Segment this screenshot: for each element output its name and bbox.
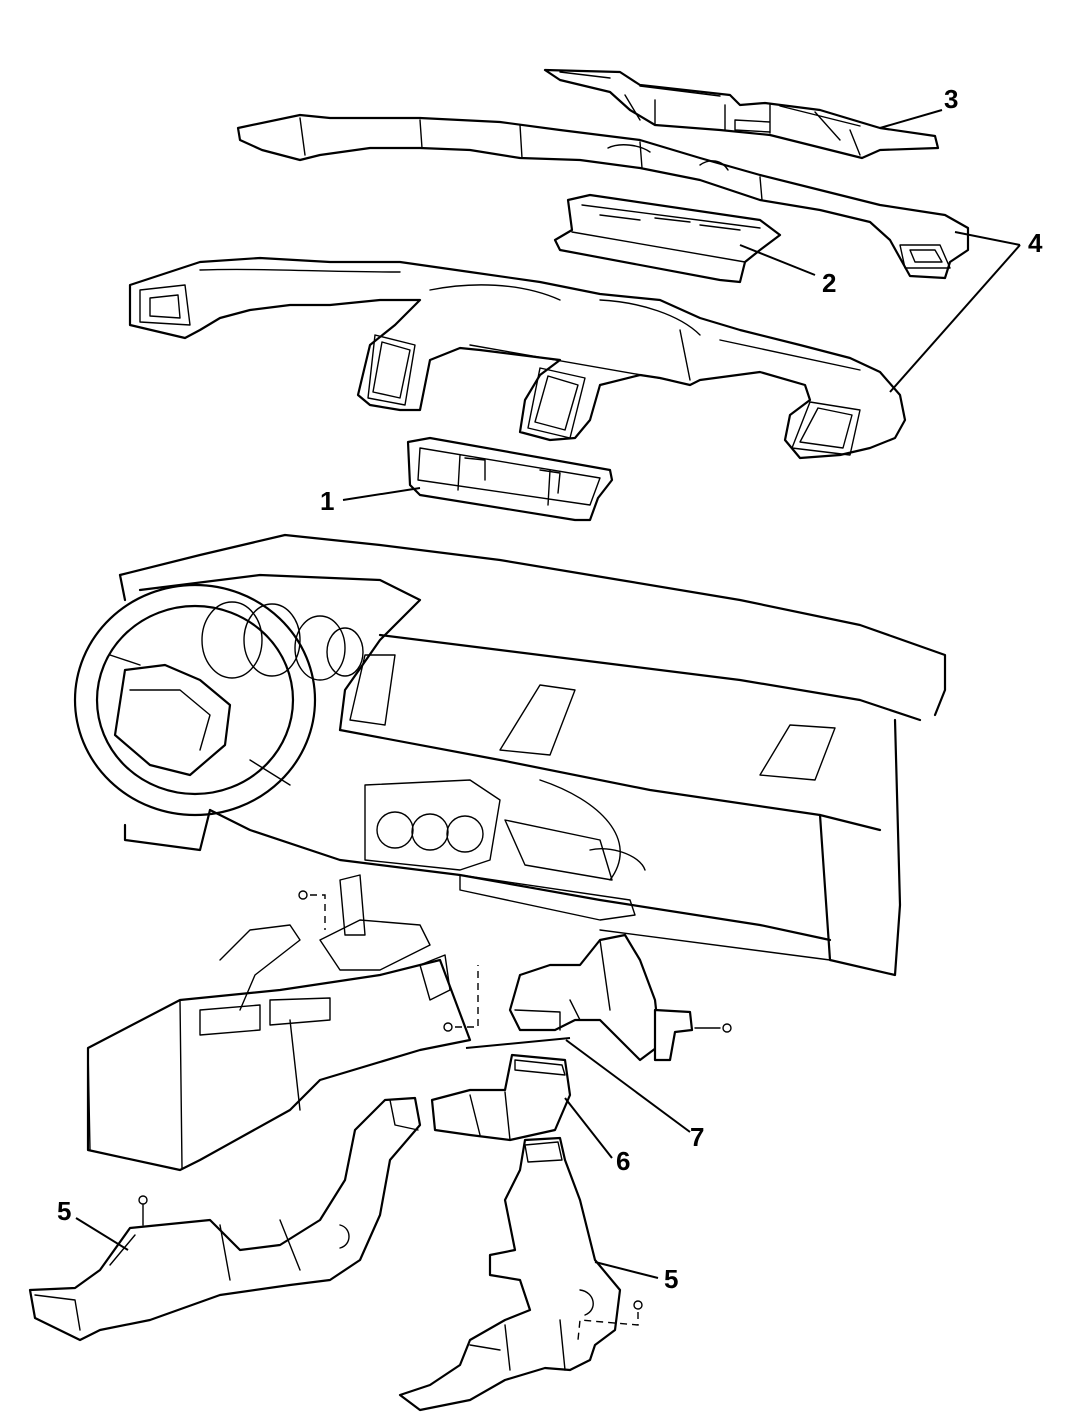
callout-labels: 1 2 3 4 5 5 6 7 [57,84,1043,1294]
part-4-upper-long-duct [236,113,970,280]
callout-6: 6 [616,1146,630,1176]
part-5-left-rear-floor-duct [28,1096,422,1342]
leader-lines [75,109,1021,1279]
part-4-main-panel-duct [128,256,907,460]
callout-3: 3 [944,84,958,114]
callout-5-left: 5 [57,1196,71,1226]
callout-4: 4 [1028,228,1043,258]
part-7-floor-duct-junction [419,933,694,1062]
callout-1: 1 [320,486,334,516]
steering-wheel [73,583,317,817]
part-5-right-rear-floor-duct [398,1136,622,1412]
callout-7: 7 [690,1122,704,1152]
part-2-center-vent-panel [553,193,782,284]
part-1-center-vent-box [406,436,614,522]
fasteners [138,890,732,1341]
callout-5-right: 5 [664,1264,678,1294]
instrument-panel-dashboard [118,533,947,977]
gauge-cluster [201,601,364,681]
part-6-center-floor-duct [430,1053,572,1142]
callout-2: 2 [822,268,836,298]
center-console [86,874,472,1172]
part-3-upper-center-duct [543,68,940,160]
